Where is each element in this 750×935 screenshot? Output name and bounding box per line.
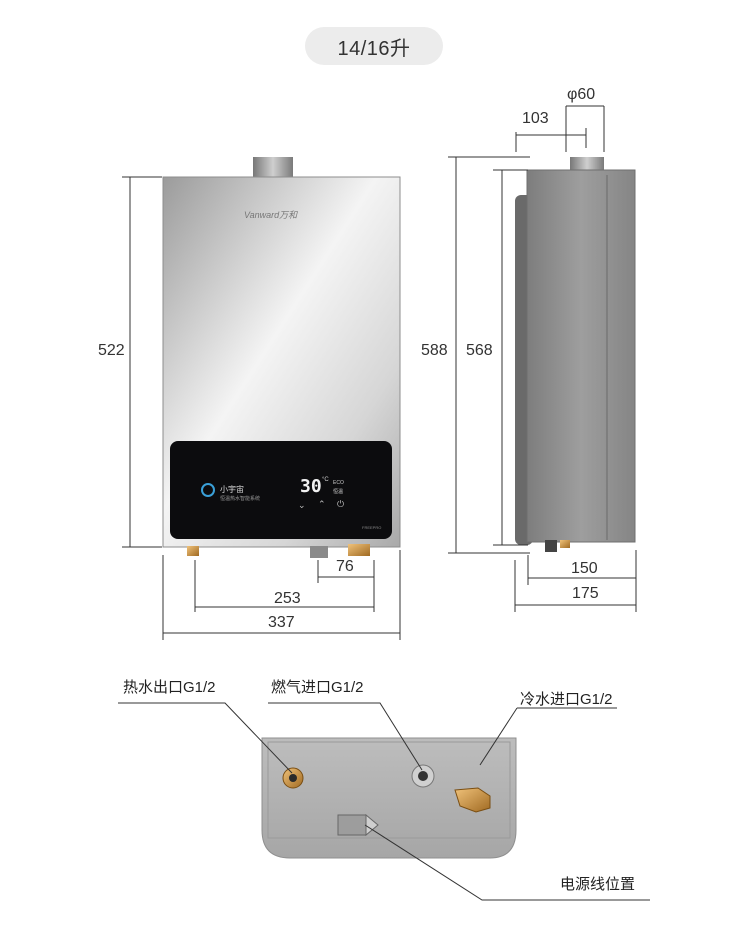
dim-pipe-span: 253: [274, 590, 301, 607]
dim-body-height: 568: [466, 342, 493, 359]
panel-logo-icon: [201, 483, 215, 497]
temperature-unit: °C: [322, 477, 329, 483]
dim-total-height: 588: [421, 342, 448, 359]
temperature-display: 30: [300, 476, 322, 497]
bottom-view: [261, 737, 517, 859]
bottom-body: [261, 737, 517, 859]
side-brass-fitting: [560, 540, 570, 548]
side-dimensions: [448, 105, 637, 612]
power-cord-fitting: [337, 814, 367, 836]
leader-lines: [118, 702, 650, 901]
side-fitting: [545, 540, 557, 552]
label-hot-outlet: 热水出口G1/2: [123, 679, 216, 696]
dim-front-width: 337: [268, 614, 295, 631]
dim-front-height: 522: [98, 342, 125, 359]
up-arrow-icon[interactable]: ⌃: [318, 499, 326, 509]
panel-slogan: 恒温热水智能系统: [220, 496, 261, 502]
dim-depth-body: 150: [571, 560, 598, 577]
cold-inlet-fitting: [454, 787, 491, 813]
down-arrow-icon[interactable]: ⌄: [298, 500, 306, 510]
power-icon[interactable]: ⏻: [337, 499, 345, 509]
gas-pipe: [310, 546, 328, 558]
brand-logo: Vanward万和: [244, 210, 298, 220]
dim-gas-to-cold: 76: [336, 558, 354, 575]
hot-pipe: [187, 546, 199, 556]
label-cold-inlet: 冷水进口G1/2: [520, 691, 613, 708]
front-dimensions: [122, 176, 401, 640]
front-view: [162, 157, 401, 558]
dim-flue-diameter: φ60: [567, 86, 596, 103]
cold-pipe: [348, 544, 370, 556]
label-gas-inlet: 燃气进口G1/2: [271, 679, 364, 696]
side-body: [526, 169, 636, 543]
mode-text: ECO: [333, 480, 344, 486]
dim-flue-offset: 103: [522, 110, 549, 127]
control-panel: [170, 441, 392, 539]
flue-pipe: [253, 157, 293, 179]
side-view: [515, 157, 636, 552]
corner-mark: FREEPRO: [362, 525, 382, 530]
label-power-cord: 电源线位置: [560, 876, 636, 893]
status-text: 恒温: [333, 489, 344, 495]
dim-depth-total: 175: [572, 585, 599, 602]
capacity-badge: 14/16升: [305, 27, 443, 65]
panel-logo-text: 小宇宙: [220, 485, 244, 494]
